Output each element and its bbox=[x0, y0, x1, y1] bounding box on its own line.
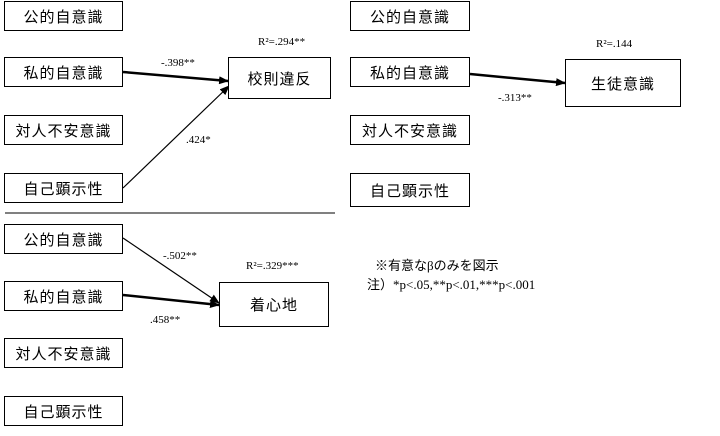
beta-label: .424* bbox=[186, 134, 211, 146]
predictor-box-public-selfconsciousness: 公的自意識 bbox=[4, 224, 123, 254]
beta-label: -.398** bbox=[161, 57, 195, 69]
outcome-box-wearing-comfort: 着心地 bbox=[219, 282, 329, 327]
predictor-box-private-selfconsciousness: 私的自意識 bbox=[350, 57, 470, 87]
path-arrow-m3-public bbox=[122, 237, 220, 304]
predictor-box-public-selfconsciousness: 公的自意識 bbox=[350, 1, 470, 31]
predictor-box-self-display: 自己顕示性 bbox=[350, 173, 470, 207]
outcome-box-rule-violation: 校則違反 bbox=[228, 57, 331, 99]
predictor-box-self-display: 自己顕示性 bbox=[4, 173, 123, 203]
p-value-legend: 注）*p<.05,**p<.01,***p<.001 bbox=[367, 277, 536, 292]
beta-label: -.313** bbox=[498, 92, 532, 104]
outcome-box-student-awareness: 生徒意識 bbox=[565, 59, 681, 107]
predictor-box-interpersonal-anxiety: 対人不安意識 bbox=[4, 115, 123, 145]
path-arrow-m1-private bbox=[122, 70, 229, 85]
predictor-box-private-selfconsciousness: 私的自意識 bbox=[4, 57, 123, 87]
predictor-box-private-selfconsciousness: 私的自意識 bbox=[4, 281, 123, 311]
predictor-box-self-display: 自己顕示性 bbox=[4, 396, 123, 426]
significance-note: ※有意なβのみを図示 bbox=[375, 258, 499, 273]
path-arrow-m3-private bbox=[122, 293, 220, 309]
path-arrow-m1-display bbox=[122, 85, 230, 189]
r-squared-label: R²=.294** bbox=[258, 36, 306, 48]
path-arrow-m2-private bbox=[469, 72, 566, 87]
beta-label: .458** bbox=[150, 314, 181, 326]
predictor-box-public-selfconsciousness: 公的自意識 bbox=[4, 1, 123, 31]
r-squared-label: R²=.144 bbox=[596, 38, 633, 50]
predictor-box-interpersonal-anxiety: 対人不安意識 bbox=[350, 115, 470, 145]
beta-label: -.502** bbox=[163, 250, 197, 262]
r-squared-label: R²=.329*** bbox=[246, 260, 299, 272]
predictor-box-interpersonal-anxiety: 対人不安意識 bbox=[4, 338, 123, 368]
